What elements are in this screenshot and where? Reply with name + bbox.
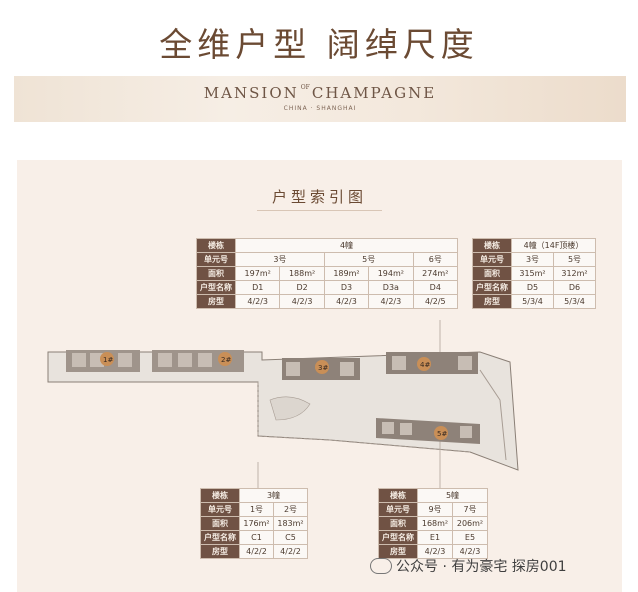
area-cell: 315m² [511, 266, 554, 281]
type-cell: D3 [323, 280, 370, 295]
layout-cell: 4/2/2 [273, 544, 308, 559]
layout-cell: 4/2/2 [239, 544, 274, 559]
building-3-marker [315, 360, 329, 374]
layout-cell: 4/2/3 [452, 544, 488, 559]
row-label: 楼栋 [378, 488, 418, 503]
row-label: 房型 [472, 294, 512, 309]
building-2-marker [218, 352, 232, 366]
row-label: 面积 [378, 516, 418, 531]
type-cell: E5 [452, 530, 488, 545]
type-cell: C5 [273, 530, 308, 545]
layout-cell: 4/2/3 [234, 294, 281, 309]
area-cell: 183m² [273, 516, 308, 531]
unit-cell: 3号 [511, 252, 554, 267]
row-label: 楼栋 [196, 238, 236, 253]
building-4 [386, 352, 478, 374]
type-cell: E1 [417, 530, 453, 545]
wechat-icon [370, 558, 392, 574]
building-5-label: 5# [437, 430, 447, 438]
unit-cell: 9号 [417, 502, 453, 517]
row-label: 面积 [472, 266, 512, 281]
row-label: 房型 [378, 544, 418, 559]
building-2-label: 2# [221, 356, 231, 364]
type-cell: D3a [368, 280, 414, 295]
row-label: 面积 [200, 516, 240, 531]
area-cell: 312m² [553, 266, 596, 281]
watermark-text: 公众号 · 有为豪宅 探房001 [396, 559, 567, 575]
building-5-marker [434, 426, 448, 440]
building-cell: 5幢 [417, 488, 488, 503]
brand-subtitle: CHINA · SHANGHAI [283, 105, 357, 112]
building-1-marker [100, 352, 114, 366]
area-cell: 194m² [368, 266, 414, 281]
type-cell: D4 [412, 280, 459, 295]
unit-cell: 7号 [452, 502, 488, 517]
building-4-label: 4# [420, 361, 430, 369]
row-label: 单元号 [200, 502, 240, 517]
area-cell: 189m² [323, 266, 370, 281]
area-cell: 176m² [239, 516, 274, 531]
row-label: 单元号 [472, 252, 512, 267]
unit-cell: 6号 [412, 252, 459, 267]
table-building-4: 楼栋 4幢 单元号 3号 5号 6号 面积 197m² 188m² 189m² … [196, 238, 459, 309]
title-divider [257, 210, 382, 211]
row-label: 楼栋 [200, 488, 240, 503]
page-title: 全维户型 阔绰尺度 [159, 25, 479, 64]
area-cell: 197m² [234, 266, 281, 281]
row-label: 面积 [196, 266, 236, 281]
area-cell: 168m² [417, 516, 453, 531]
building-2 [152, 350, 244, 372]
layout-cell: 5/3/4 [511, 294, 554, 309]
building-3 [282, 358, 360, 380]
brand-right: CHAMPAGNE [311, 84, 437, 102]
type-cell: D5 [511, 280, 554, 295]
building-5 [376, 418, 480, 444]
row-label: 户型名称 [196, 280, 236, 295]
type-cell: D2 [279, 280, 325, 295]
layout-cell: 4/2/5 [412, 294, 459, 309]
row-label: 单元号 [378, 502, 418, 517]
building-4-marker [417, 357, 431, 371]
type-cell: D6 [553, 280, 596, 295]
brand-of: OF [300, 84, 310, 91]
unit-cell: 1号 [239, 502, 274, 517]
building-cell: 3幢 [239, 488, 308, 503]
building-1-label: 1# [103, 356, 113, 364]
building-1 [66, 350, 140, 372]
row-label: 楼栋 [472, 238, 512, 253]
layout-cell: 4/2/3 [323, 294, 370, 309]
table-building-3: 楼栋 3幢 单元号 1号 2号 面积 176m² 183m² 户型名称 C1 C… [200, 488, 308, 559]
unit-cell: 3号 [235, 252, 325, 267]
panel-title: 户型索引图 [271, 188, 367, 206]
type-cell: C1 [239, 530, 274, 545]
row-label: 房型 [200, 544, 240, 559]
unit-cell: 2号 [273, 502, 308, 517]
unit-cell: 5号 [553, 252, 596, 267]
brand-left: MANSION [203, 84, 299, 102]
layout-cell: 5/3/4 [553, 294, 596, 309]
watermark: 公众号 · 有为豪宅 探房001 [370, 556, 567, 576]
table-building-4-top: 楼栋 4幢（14F顶楼） 单元号 3号 5号 面积 315m² 312m² 户型… [472, 238, 596, 309]
row-label: 户型名称 [378, 530, 418, 545]
area-cell: 206m² [452, 516, 488, 531]
building-cell: 4幢 [235, 238, 458, 253]
row-label: 户型名称 [200, 530, 240, 545]
layout-cell: 4/2/3 [368, 294, 414, 309]
row-label: 房型 [196, 294, 236, 309]
building-3-label: 3# [318, 364, 328, 372]
row-label: 户型名称 [472, 280, 512, 295]
building-cell: 4幢（14F顶楼） [511, 238, 596, 253]
area-cell: 274m² [412, 266, 459, 281]
layout-cell: 4/2/3 [279, 294, 325, 309]
area-cell: 188m² [279, 266, 325, 281]
table-building-5: 楼栋 5幢 单元号 9号 7号 面积 168m² 206m² 户型名称 E1 E… [378, 488, 488, 559]
unit-cell: 5号 [323, 252, 414, 267]
type-cell: D1 [234, 280, 281, 295]
row-label: 单元号 [196, 252, 236, 267]
